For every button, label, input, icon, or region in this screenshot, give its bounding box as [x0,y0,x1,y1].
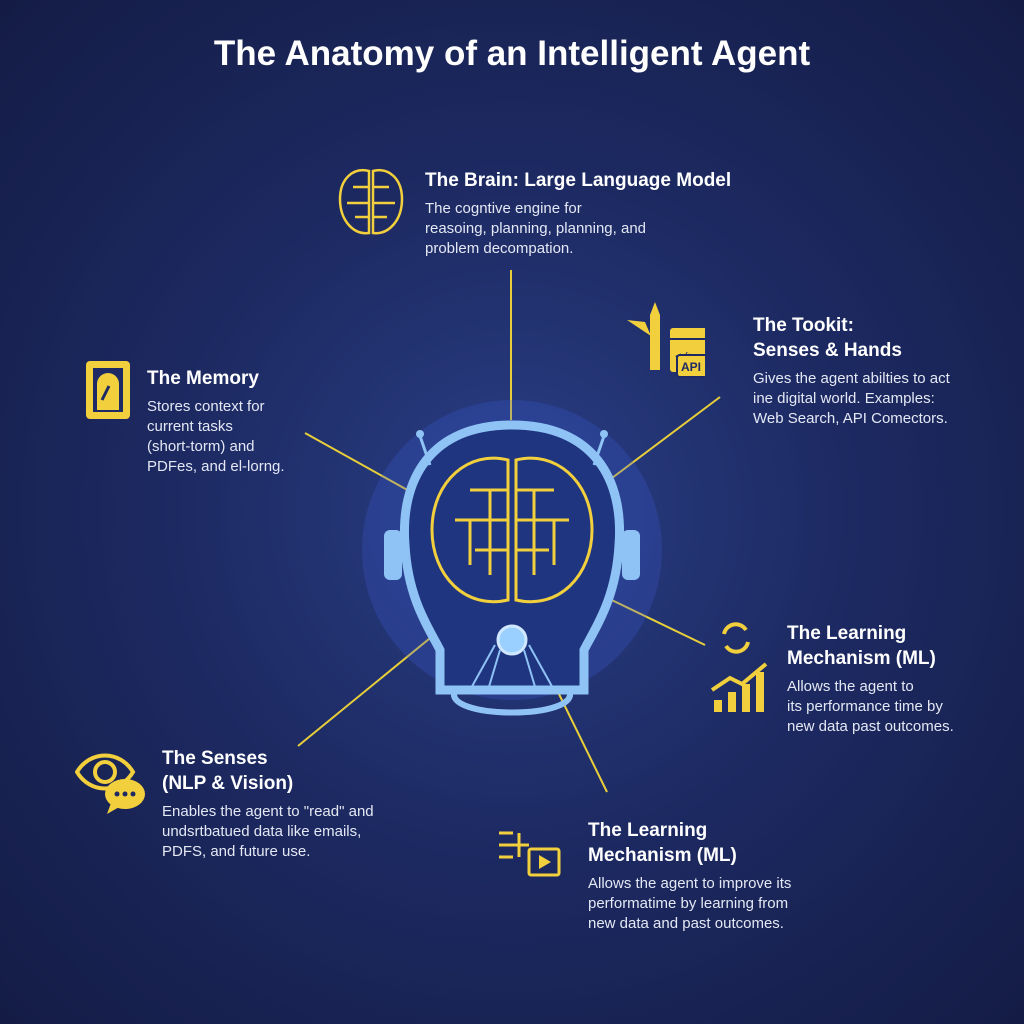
connector-toolkit [599,396,721,488]
agent-head-icon [362,400,662,716]
memory-title: The Memory [147,368,259,389]
page-title: The Anatomy of an Intelligent Agent [213,34,811,73]
media-flow-icon [499,831,561,877]
hard-drive-icon [86,361,130,419]
brain-title: The Brain: Large Language Model [425,170,732,191]
senses-title: The Senses(NLP & Vision) [162,748,294,794]
connector-senses [297,629,441,747]
svg-text:API: API [681,360,701,374]
brain-section: The Brain: Large Language Model The cogn… [425,168,731,259]
toolkit-title: The Tookit:Senses & Hands [753,315,902,361]
eye-chat-icon [75,753,145,814]
senses-section: The Senses(NLP & Vision) Enables the age… [162,746,374,862]
refresh-chart-icon [710,622,768,712]
connector-memory [304,432,421,498]
toolkit-icon: </> API [627,302,705,378]
toolkit-section: The Tookit:Senses & Hands Gives the agen… [753,313,950,429]
brain-icon [338,168,404,235]
